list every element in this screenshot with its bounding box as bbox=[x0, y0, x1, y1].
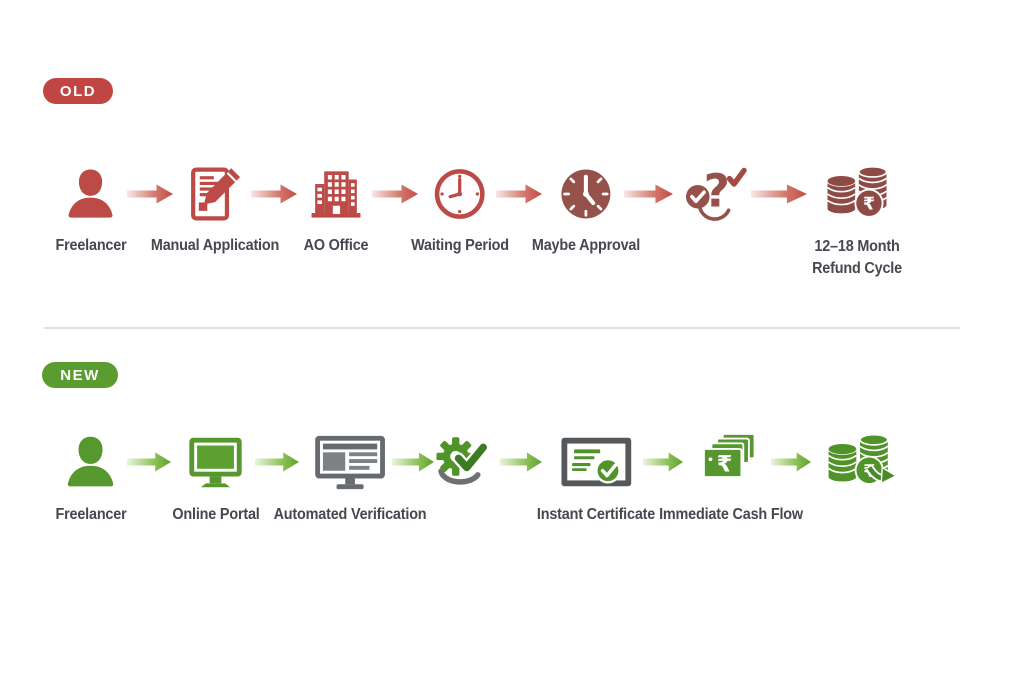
maybe-approval-clock-solid-icon bbox=[557, 163, 615, 225]
step-label: 12–18 Month Refund Cycle bbox=[812, 238, 902, 277]
automated-verification-monitor-icon bbox=[312, 430, 388, 494]
manual-application-document-pencil-icon bbox=[185, 163, 245, 225]
step-label: AO Office bbox=[303, 237, 369, 254]
step-label: Freelancer bbox=[55, 506, 127, 523]
section-divider bbox=[44, 327, 960, 329]
step-label: Waiting Period bbox=[411, 237, 509, 254]
question-approval-check-icon: ? bbox=[682, 163, 748, 225]
new-badge: NEW bbox=[42, 362, 118, 388]
flow-arrow-icon bbox=[624, 183, 673, 210]
freelancer-person-icon bbox=[62, 163, 120, 225]
old-badge: OLD bbox=[43, 78, 113, 104]
flow-arrow-icon bbox=[372, 183, 418, 210]
flow-arrow-icon bbox=[496, 183, 542, 210]
flow-arrow-icon bbox=[127, 451, 171, 478]
new-step-automated-verification: Automated Verification bbox=[265, 430, 435, 524]
old-step-maybe-approval: Maybe Approval bbox=[526, 163, 646, 255]
flow-arrow-icon bbox=[771, 451, 811, 478]
svg-text:₹: ₹ bbox=[717, 451, 733, 477]
new-step-instant-refund: ₹ bbox=[823, 430, 897, 494]
rupee-banknotes-icon: ₹ bbox=[700, 430, 762, 494]
old-flow-row: Freelancer Manual Application bbox=[0, 163, 1024, 303]
ao-office-building-icon bbox=[307, 163, 365, 225]
flow-arrow-icon bbox=[751, 183, 807, 210]
old-step-refund-cycle: ₹ 12–18 Month Refund Cycle bbox=[799, 163, 915, 279]
gear-check-icon bbox=[430, 430, 498, 494]
step-label: Instant Certificate bbox=[536, 506, 656, 523]
step-label: Maybe Approval bbox=[531, 237, 641, 254]
rupee-coins-arrow-icon: ₹ bbox=[823, 430, 897, 494]
step-label: Manual Application bbox=[150, 237, 280, 254]
new-step-online-portal: Online Portal bbox=[168, 430, 265, 524]
step-label: Freelancer bbox=[55, 237, 127, 254]
step-label: Automated Verification bbox=[273, 506, 427, 523]
new-step-freelancer: Freelancer bbox=[52, 430, 131, 524]
flow-arrow-icon bbox=[500, 451, 542, 478]
freelancer-person-icon bbox=[61, 430, 121, 494]
instant-certificate-icon bbox=[558, 430, 634, 494]
flow-arrow-icon bbox=[643, 451, 683, 478]
flow-arrow-icon bbox=[392, 451, 434, 478]
flow-arrow-icon bbox=[251, 183, 297, 210]
old-step-freelancer: Freelancer bbox=[52, 163, 131, 255]
old-step-manual-application: Manual Application bbox=[144, 163, 286, 255]
new-step-instant-certificate: Instant Certificate bbox=[530, 430, 661, 524]
new-step-auto-process bbox=[430, 430, 498, 494]
step-label: Immediate Cash Flow bbox=[659, 506, 803, 523]
waiting-period-clock-outline-icon bbox=[431, 163, 489, 225]
old-step-uncertain-approval: ? bbox=[682, 163, 748, 225]
online-portal-monitor-icon bbox=[185, 430, 247, 494]
new-flow-row: Freelancer Online Portal bbox=[0, 430, 1024, 570]
flow-arrow-icon bbox=[127, 183, 173, 210]
step-label: Online Portal bbox=[172, 506, 260, 523]
svg-text:₹: ₹ bbox=[863, 195, 875, 215]
rupee-coins-icon: ₹ bbox=[822, 163, 892, 225]
old-step-waiting-period: Waiting Period bbox=[406, 163, 515, 255]
flow-arrow-icon bbox=[255, 451, 299, 478]
old-step-ao-office: AO Office bbox=[300, 163, 372, 255]
new-step-cash-flow: ₹ Immediate Cash Flow bbox=[651, 430, 811, 524]
